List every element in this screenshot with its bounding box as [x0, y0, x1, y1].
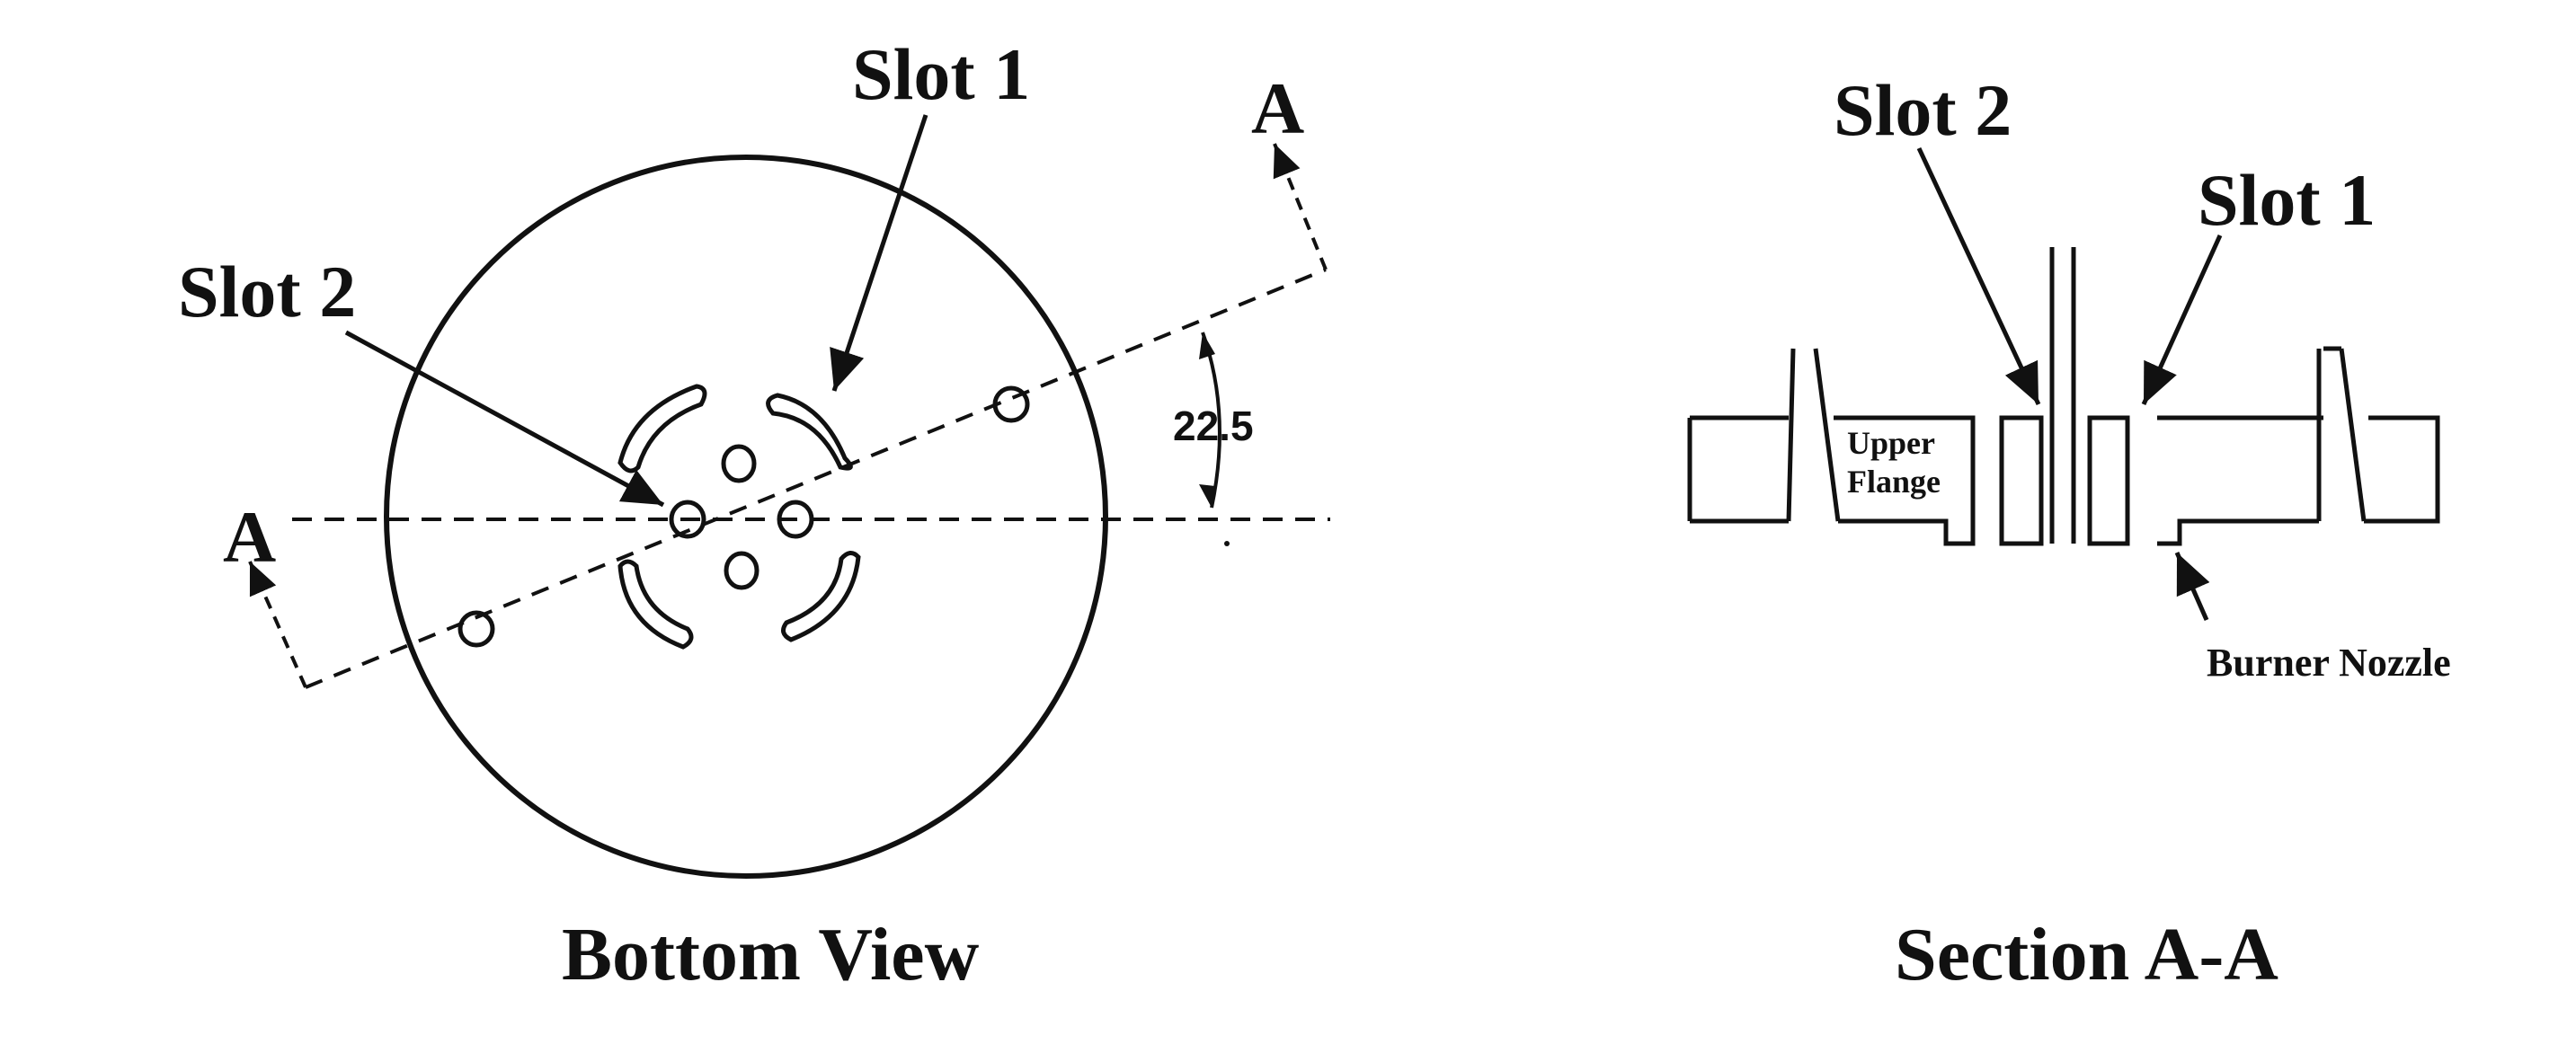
section-slot2-label: Slot 2 [1834, 69, 2012, 151]
section-mark-top: A [1251, 67, 1304, 149]
section-mark-left: A [223, 496, 276, 578]
bolt-hole-lower-left [457, 610, 495, 648]
slot2-leader [344, 330, 665, 508]
slot1-lower-right [780, 551, 861, 642]
upper-flange-outline [1690, 415, 1976, 546]
bottom-view: 22.5 Slot 1 Slot 2 A A Bottom View [178, 33, 1330, 996]
center-hole-bottom [724, 551, 759, 590]
angle-label: 22.5 [1173, 403, 1254, 449]
center-hole-top [721, 444, 757, 483]
slot1-upper-right [766, 393, 853, 471]
slot1-lower-left [617, 559, 694, 650]
bottom-view-title: Bottom View [562, 913, 980, 996]
slot2-hole-left [669, 500, 706, 539]
bolt-hole-upper-right [992, 385, 1030, 423]
angle-arrow-bottom [1199, 484, 1215, 508]
section-slot2-leader [1916, 146, 2041, 406]
slot2-label: Slot 2 [178, 251, 356, 332]
section-slot1-label: Slot 1 [2198, 159, 2376, 241]
angle-arrow-top [1199, 332, 1215, 359]
dimension-dot [1224, 541, 1230, 546]
left-tube-outer [1786, 348, 1796, 522]
section-view-title: Section A-A [1895, 913, 2278, 996]
nozzle-label: Burner Nozzle [2207, 641, 2451, 685]
section-line-aa [305, 268, 1327, 689]
slot1-upper-left [617, 384, 707, 473]
burner-nozzle-outline [2157, 415, 2440, 546]
section-arrow-right [1273, 143, 1328, 270]
slot2-left-block [1999, 415, 2044, 546]
section-arrow-left [248, 561, 307, 688]
right-tube-inner [2339, 348, 2367, 522]
section-view [1687, 146, 2440, 622]
flange-outline [384, 155, 1108, 879]
flange-label-line2: Flange [1847, 464, 1941, 500]
slot1-label: Slot 1 [852, 33, 1030, 115]
section-labels: Slot 2 Slot 1 Upper Flange Burner Nozzle… [1834, 69, 2451, 996]
flange-label-line1: Upper [1847, 425, 1935, 461]
left-tube-inner [1813, 348, 1841, 522]
section-slot1-leader [2141, 234, 2223, 406]
slot2-hole-right [777, 500, 814, 539]
slot1-right-block [2087, 415, 2130, 546]
slot1-leader [830, 114, 928, 392]
nozzle-leader [2174, 551, 2210, 622]
